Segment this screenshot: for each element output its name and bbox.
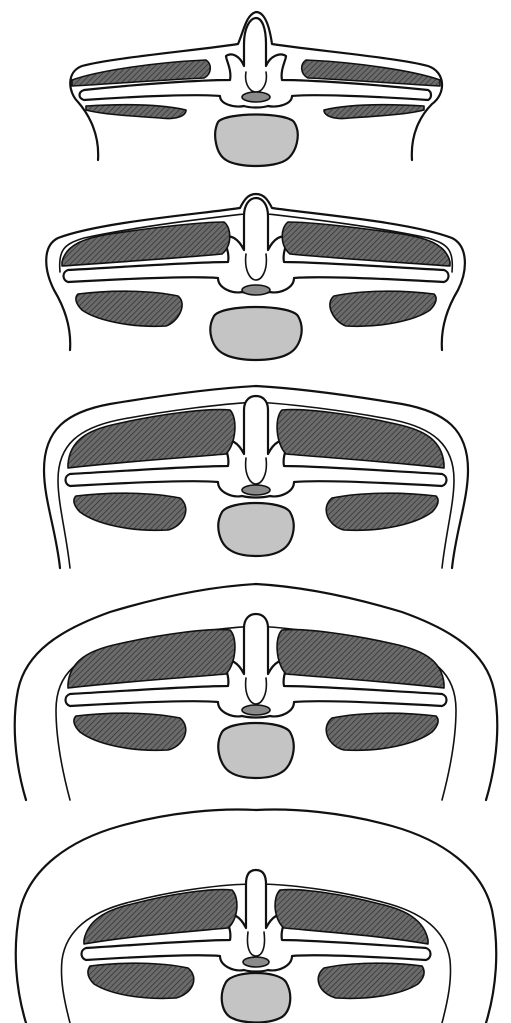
right-psoas-muscle (326, 713, 438, 750)
right-psoas-muscle (330, 291, 436, 326)
vertebral-body (222, 973, 291, 1023)
left-back-muscle (68, 630, 235, 688)
vertebral-body (218, 503, 293, 556)
vertebral-body (218, 723, 293, 778)
vertebral-body (210, 307, 301, 360)
right-back-muscle (275, 890, 428, 944)
left-psoas-muscle (76, 291, 182, 326)
spinal-cord (243, 957, 269, 967)
vertebral-body (215, 115, 298, 167)
left-psoas-muscle (74, 713, 186, 750)
right-back-muscle (282, 222, 450, 266)
spinal-cord (242, 485, 270, 495)
left-psoas-muscle (74, 493, 186, 530)
left-back-muscle (68, 410, 235, 468)
left-psoas-muscle (88, 963, 194, 998)
stage-1-panel (70, 12, 442, 166)
stage-2-panel (46, 194, 465, 360)
right-psoas-muscle (326, 493, 438, 530)
right-psoas-muscle (318, 963, 424, 998)
spinal-cord (242, 285, 270, 295)
right-back-muscle (277, 630, 444, 688)
left-psoas-muscle (86, 105, 186, 119)
stage-5-panel (16, 810, 497, 1023)
spinal-cord (242, 705, 270, 715)
left-back-muscle (62, 222, 230, 266)
right-back-muscle (277, 410, 444, 468)
left-back-muscle (84, 890, 237, 944)
right-psoas-muscle (324, 105, 424, 119)
stage-4-panel (15, 584, 498, 800)
spinal-cord (242, 92, 270, 102)
stage-3-panel (44, 386, 468, 568)
